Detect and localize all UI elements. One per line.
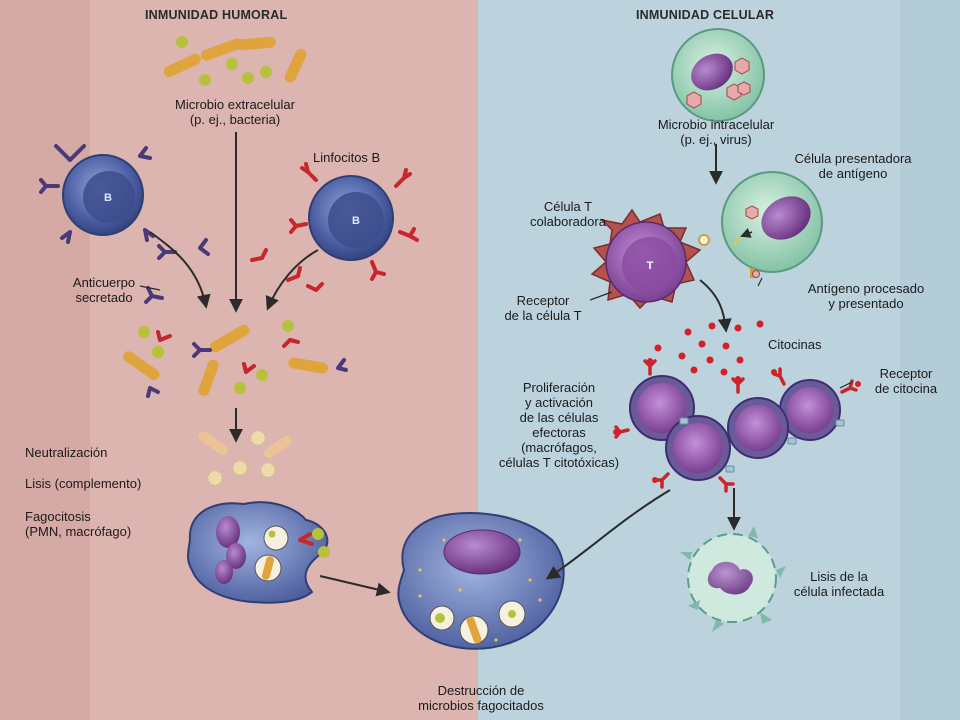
label-lisis-infectada: Lisis de la célula infectada: [793, 569, 885, 599]
label-fagocitosis: Fagocitosis (PMN, macrófago): [25, 509, 132, 539]
label-receptor-citocina: Receptor de citocina: [874, 366, 938, 396]
label-anticuerpo-secretado: Anticuerpo secretado: [72, 275, 136, 305]
effector-cells: [613, 358, 861, 493]
label-microbio-intracelular: Microbio intracelular (p. ej., virus): [657, 117, 775, 147]
destruction-macrophage: [397, 512, 565, 650]
label-lisis-complemento: Lisis (complemento): [25, 476, 142, 491]
t-cell-letter: T: [647, 260, 654, 272]
b-cell-left-letter: B: [104, 192, 112, 204]
opsonized-microbes: [123, 320, 348, 398]
b-cell-right-letter: B: [352, 215, 360, 227]
label-citocinas: Citocinas: [768, 337, 822, 352]
header-humoral: INMUNIDAD HUMORAL: [145, 8, 288, 22]
b-cell-left: [39, 144, 155, 244]
neutralized-microbes: [198, 430, 293, 486]
label-neutralizacion: Neutralización: [25, 445, 108, 460]
label-celula-presentadora: Célula presentadora de antígeno: [794, 151, 912, 181]
bacteria-cluster: [163, 36, 307, 86]
label-microbio-extracelular: Microbio extracelular (p. ej., bacteria): [175, 97, 295, 127]
lysed-infected-cell: [680, 526, 786, 632]
label-destruccion: Destrucción de microbios fagocitados: [418, 683, 544, 713]
label-antigeno-procesado: Antígeno procesado y presentado: [807, 281, 925, 311]
label-linfocitos-b: Linfocitos B: [313, 150, 381, 165]
label-receptor-celula-t: Receptor de la célula T: [504, 293, 582, 323]
header-celular: INMUNIDAD CELULAR: [636, 8, 775, 22]
phagocyte-cell: [187, 501, 330, 604]
cytokine-dots: [654, 320, 764, 376]
t-helper-cell: [590, 208, 710, 310]
label-celula-t-colaboradora: Célula T colaboradora: [530, 199, 606, 229]
label-proliferacion: Proliferación y activación de las célula…: [498, 380, 620, 470]
infected-cell-virus: [671, 28, 765, 122]
b-cell-right: [289, 162, 419, 281]
leader-lines: [139, 277, 853, 389]
flow-arrows: [149, 132, 753, 597]
free-antibodies: [144, 238, 324, 304]
